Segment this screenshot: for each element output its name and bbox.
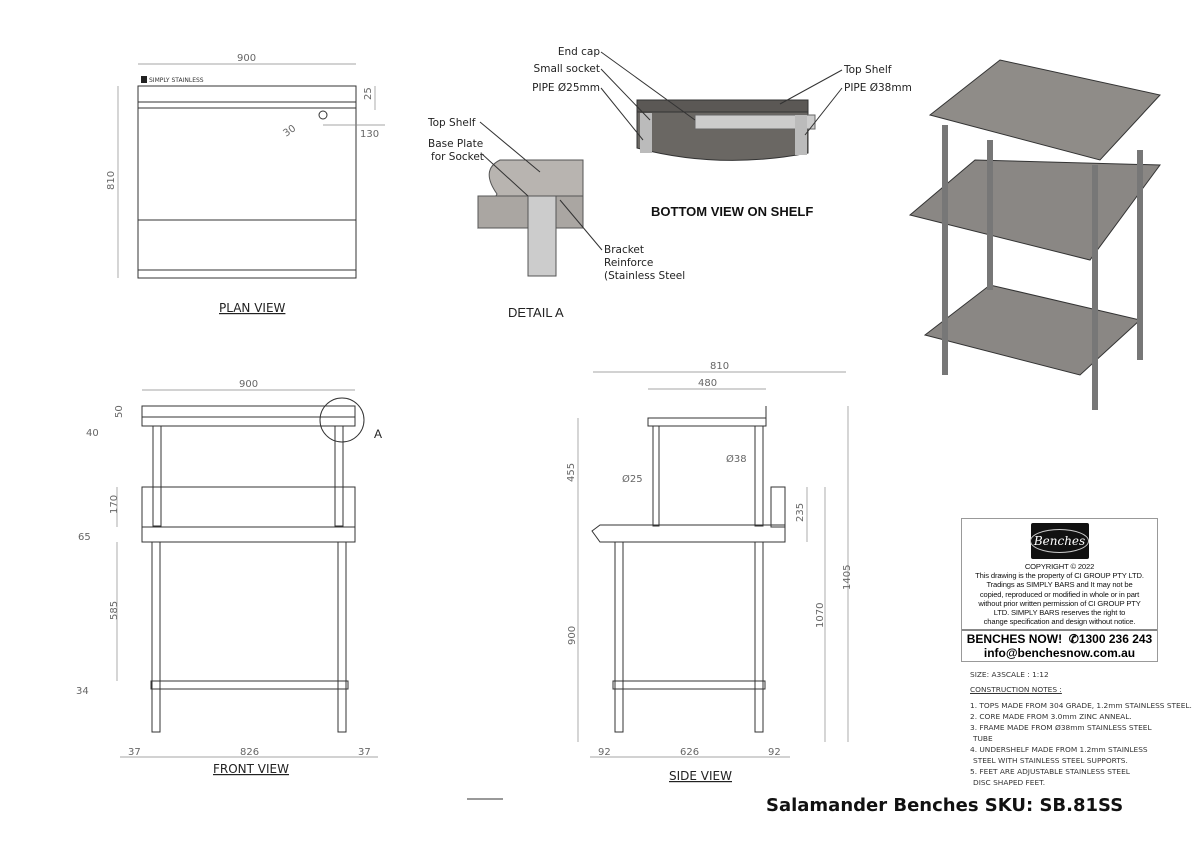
svg-text:810: 810: [710, 361, 729, 372]
svg-text:900: 900: [239, 379, 258, 390]
isometric-view: [908, 59, 1161, 410]
svg-text:92: 92: [598, 747, 611, 758]
callout-small-socket: Small socket: [534, 63, 600, 75]
construction-notes: SIZE: A3SCALE : 1:12 CONSTRUCTION NOTES …: [970, 670, 1192, 787]
title-block: Benches COPYRIGHT © 2022 This drawing is…: [961, 518, 1158, 663]
detail-marker-a: A: [374, 427, 382, 441]
dim-depth: 810: [106, 171, 117, 190]
svg-text:65: 65: [78, 532, 91, 543]
plan-view: SIMPLY STAINLESS 900 810 25 130 30 PLAN …: [106, 53, 385, 315]
size-scale: SIZE: A3SCALE : 1:12: [970, 670, 1049, 679]
svg-text:1070: 1070: [815, 603, 826, 628]
dim-width: 900: [237, 53, 256, 64]
svg-text:for Socket: for Socket: [431, 151, 484, 163]
svg-text:Reinforce: Reinforce: [604, 257, 653, 269]
sku-title: Salamander Benches SKU: SB.81SS: [766, 795, 1124, 816]
side-view: 810 480 Ø25 Ø38 455 235 1405 1070 900 92…: [566, 361, 853, 783]
brand-logo-icon: [141, 76, 147, 83]
callout-top-shelf: Top Shelf: [427, 117, 476, 129]
svg-text:Ø38: Ø38: [726, 453, 747, 465]
bottom-view: End cap Small socket PIPE Ø25mm Top Shel…: [532, 46, 912, 219]
callout-base-plate: Base Plate: [428, 138, 483, 150]
svg-text:480: 480: [698, 378, 717, 389]
benches-logo: Benches: [1029, 523, 1090, 559]
hole-icon: [318, 110, 328, 120]
front-view: A 900 50 40 170 65 585 34 37 826 37 FRON…: [76, 379, 382, 776]
svg-text:37: 37: [128, 747, 141, 758]
callout-pipe-25: PIPE Ø25mm: [532, 82, 600, 94]
bottom-view-label: BOTTOM VIEW ON SHELF: [651, 204, 813, 219]
svg-text:626: 626: [680, 747, 699, 758]
callout-top-shelf: Top Shelf: [843, 64, 892, 76]
svg-text:92: 92: [768, 747, 781, 758]
svg-text:50: 50: [114, 405, 125, 418]
phone-icon: ✆: [1068, 632, 1079, 647]
svg-text:(Stainless Steel: (Stainless Steel: [604, 270, 685, 282]
email: info@benchesnow.com.au: [983, 646, 1136, 661]
dim-hole-offset: 130: [360, 129, 379, 140]
copyright: COPYRIGHT © 2022: [1024, 562, 1095, 571]
side-view-label: SIDE VIEW: [669, 769, 732, 783]
svg-text:37: 37: [358, 747, 371, 758]
callout-end-cap: End cap: [558, 46, 600, 58]
brand-logo: SIMPLY STAINLESS: [149, 77, 204, 84]
svg-text:1405: 1405: [842, 565, 853, 590]
dim-edge: 25: [363, 87, 374, 100]
detail-a: Top Shelf Base Plate for Socket Bracket …: [427, 117, 685, 320]
plan-view-label: PLAN VIEW: [219, 301, 286, 315]
dim-hole-dia: 30: [281, 123, 298, 139]
svg-text:170: 170: [109, 495, 120, 514]
callout-bracket: Bracket: [604, 244, 644, 256]
svg-text:585: 585: [109, 601, 120, 620]
detail-a-label: DETAIL A: [508, 305, 564, 320]
svg-text:34: 34: [76, 686, 89, 697]
callout-pipe-38: PIPE Ø38mm: [844, 82, 912, 94]
svg-text:40: 40: [86, 428, 99, 439]
front-view-label: FRONT VIEW: [213, 762, 289, 776]
svg-text:455: 455: [566, 463, 577, 482]
svg-text:900: 900: [567, 626, 578, 645]
svg-text:Ø25: Ø25: [622, 473, 643, 485]
svg-text:235: 235: [795, 503, 806, 522]
contact-info: BENCHES NOW! ✆1300 236 243 info@benchesn…: [962, 629, 1157, 661]
svg-text:826: 826: [240, 747, 259, 758]
